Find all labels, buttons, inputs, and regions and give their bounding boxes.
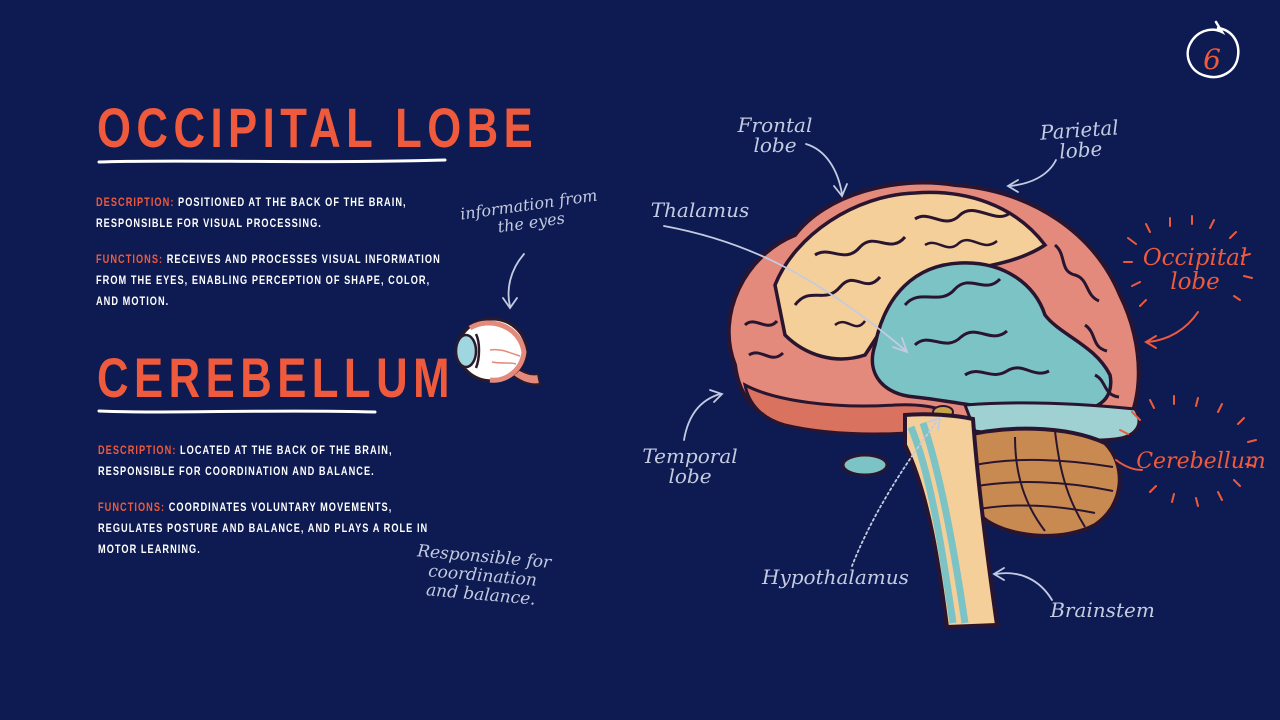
- label-cerebellum: Cerebellum: [1136, 449, 1266, 474]
- cerebellum-title: CEREBELLUM: [97, 346, 455, 409]
- cerebellum-description: DESCRIPTION: LOCATED AT THE BACK OF THE …: [98, 441, 458, 483]
- cerebellum-description-label: DESCRIPTION:: [98, 445, 177, 457]
- occipital-description-label: DESCRIPTION:: [96, 197, 175, 209]
- label-brainstem: Brainstem: [1050, 598, 1155, 622]
- label-occipital-lobe: Occipital lobe: [1142, 245, 1248, 295]
- cerebellum-annotation: Responsible for coordination and balance…: [416, 541, 552, 610]
- eye-annotation: information from the eyes: [458, 185, 599, 237]
- occipital-title: OCCIPITAL LOBE: [97, 96, 539, 159]
- label-frontal-lobe: Frontal lobe: [737, 113, 813, 157]
- cerebellum-functions: FUNCTIONS: COORDINATES VOLUNTARY MOVEMEN…: [98, 498, 458, 561]
- occipital-functions-text: RECEIVES AND PROCESSES VISUAL INFORMATIO…: [96, 254, 441, 308]
- occipital-functions: FUNCTIONS: RECEIVES AND PROCESSES VISUAL…: [96, 250, 456, 313]
- cerebellum-title-underline: [97, 409, 377, 414]
- occipital-description: DESCRIPTION: POSITIONED AT THE BACK OF T…: [96, 193, 456, 235]
- label-hypothalamus: Hypothalamus: [762, 565, 909, 589]
- occipital-functions-label: FUNCTIONS:: [96, 254, 164, 266]
- eyeball-icon: [454, 317, 542, 386]
- label-temporal-lobe: Temporal lobe: [642, 444, 738, 488]
- page-number: 6: [1203, 43, 1221, 76]
- page-number-circle: [1186, 20, 1240, 79]
- occipital-title-underline: [97, 158, 447, 164]
- occipital-description-text: POSITIONED AT THE BACK OF THE BRAIN, RES…: [96, 197, 407, 230]
- cerebellum-functions-text: COORDINATES VOLUNTARY MOVEMENTS, REGULAT…: [98, 502, 429, 556]
- cerebellum-functions-label: FUNCTIONS:: [98, 502, 166, 514]
- label-thalamus: Thalamus: [650, 198, 750, 222]
- cerebellum-description-text: LOCATED AT THE BACK OF THE BRAIN, RESPON…: [98, 445, 393, 478]
- label-parietal-lobe: Parietal lobe: [1039, 115, 1120, 164]
